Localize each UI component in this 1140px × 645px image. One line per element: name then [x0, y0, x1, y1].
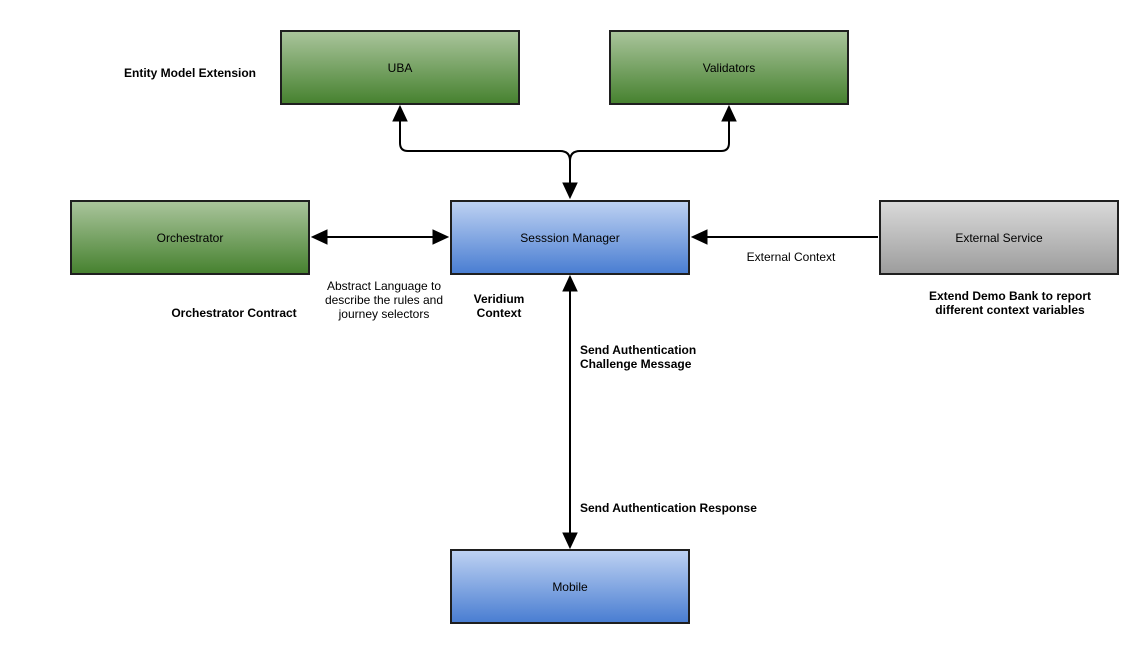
node-external-service: External Service	[879, 200, 1119, 275]
node-external-service-label: External Service	[955, 230, 1043, 245]
label-extend-demo-bank: Extend Demo Bank to report different con…	[928, 289, 1092, 318]
node-orchestrator-label: Orchestrator	[156, 230, 224, 245]
node-validators: Validators	[609, 30, 849, 105]
node-uba-label: UBA	[387, 60, 413, 75]
node-session-manager-label: Sesssion Manager	[520, 230, 620, 245]
node-session-manager: Sesssion Manager	[450, 200, 690, 275]
label-abstract-language: Abstract Language to describe the rules …	[324, 279, 444, 322]
label-external-context: External Context	[746, 250, 836, 264]
label-veridium-context: Veridium Context	[473, 292, 525, 321]
arrowhead-right-session-manager	[432, 229, 450, 245]
edge-session-to-validators	[569, 119, 730, 162]
arrowhead-up-validators	[721, 104, 737, 122]
label-orchestrator-contract: Orchestrator Contract	[171, 306, 297, 320]
node-validators-label: Validators	[702, 60, 756, 75]
label-send-auth-response: Send Authentication Response	[580, 501, 757, 515]
arrowhead-up-uba	[392, 104, 408, 122]
arrowhead-left-orchestrator	[310, 229, 328, 245]
arrowhead-down-mobile	[562, 532, 578, 550]
arrowhead-up-session-manager	[562, 274, 578, 292]
edge-session-to-uba	[399, 119, 571, 184]
label-entity-model-extension: Entity Model Extension	[123, 66, 256, 80]
label-send-auth-challenge: Send Authentication Challenge Message	[580, 343, 697, 372]
node-mobile-label: Mobile	[552, 579, 588, 594]
arrowhead-down-session-manager	[562, 182, 578, 200]
node-mobile: Mobile	[450, 549, 690, 624]
node-uba: UBA	[280, 30, 520, 105]
arrowhead-left-session-manager	[690, 229, 708, 245]
node-orchestrator: Orchestrator	[70, 200, 310, 275]
